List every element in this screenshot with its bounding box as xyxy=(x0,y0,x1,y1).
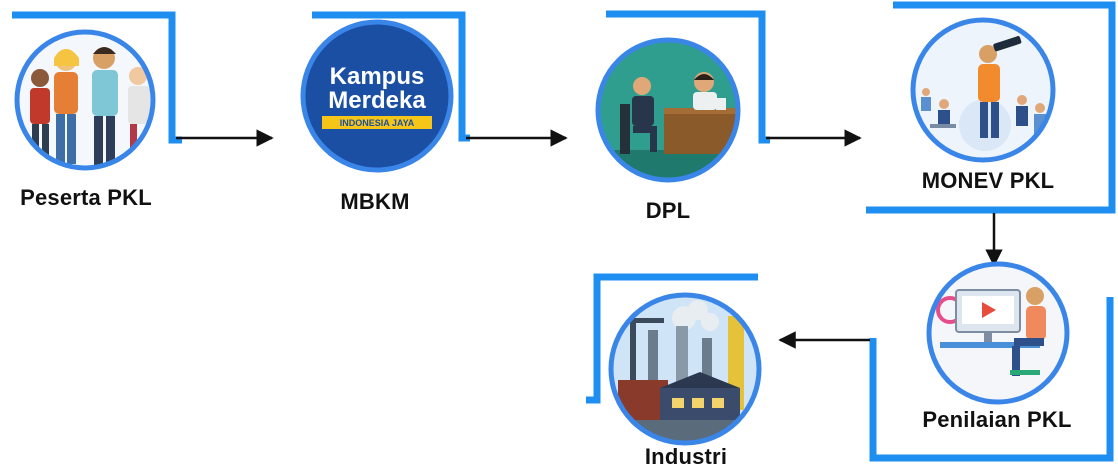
factory-icon xyxy=(613,297,757,441)
bracket-monev xyxy=(866,1,1116,214)
bracket-peserta xyxy=(12,11,182,144)
bracket-frames xyxy=(12,1,1116,462)
node-dpl-circle xyxy=(595,37,741,183)
kampus-merdeka-logo: Kampus Merdeka INDONESIA JAYA xyxy=(322,63,432,129)
label-penilaian: Penilaian PKL xyxy=(922,407,1072,432)
label-industri: Industri xyxy=(644,444,728,469)
node-penilaian-circle xyxy=(926,261,1070,405)
label-mbkm: MBKM xyxy=(340,189,410,214)
node-peserta-circle xyxy=(14,29,156,171)
logo-tagline: INDONESIA JAYA xyxy=(340,118,415,128)
node-mbkm-circle: Kampus Merdeka INDONESIA JAYA xyxy=(300,19,454,173)
logo-line2: Merdeka xyxy=(328,87,426,114)
label-monev: MONEV PKL xyxy=(921,168,1055,193)
students-group-icon xyxy=(19,34,151,166)
node-industri-circle xyxy=(608,292,762,446)
bracket-penilaian xyxy=(869,297,1114,462)
label-dpl: DPL xyxy=(645,198,691,223)
node-monev-circle xyxy=(910,17,1056,163)
label-peserta: Peserta PKL xyxy=(20,185,152,210)
bracket-dpl xyxy=(606,10,770,144)
computer-assessment-icon xyxy=(931,266,1065,400)
meeting-desk-icon xyxy=(600,42,736,178)
flow-arrows xyxy=(176,129,1003,349)
monitoring-telescope-icon xyxy=(915,22,1051,158)
logo-line1: Kampus xyxy=(330,63,425,90)
bracket-industri xyxy=(586,273,758,404)
